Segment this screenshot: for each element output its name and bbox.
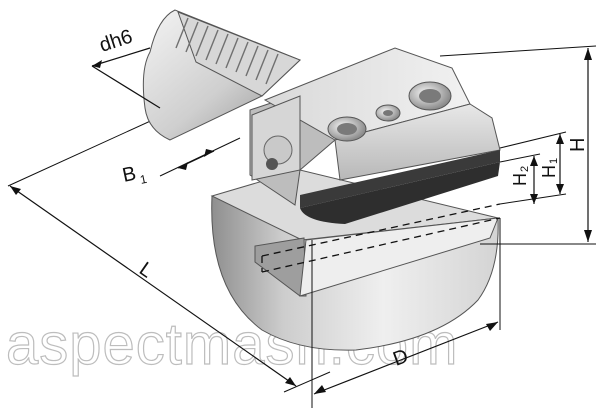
label-h-base: H — [567, 138, 589, 152]
label-h: H — [567, 138, 589, 152]
ext-line-l-right — [283, 371, 331, 393]
label-h1-sub: 1 — [548, 158, 560, 164]
ext-line-h-top — [439, 45, 597, 57]
shank — [142, 9, 301, 141]
ext-line-l-left — [7, 112, 169, 187]
side-hole-icon — [266, 158, 278, 170]
label-dh6: dh6 — [97, 26, 136, 57]
dim-line-d — [313, 321, 499, 395]
label-b1-sub: 1 — [139, 172, 149, 187]
ext-line-h1-top — [499, 131, 567, 149]
thread-teeth — [175, 17, 279, 85]
label-h1: H 1 — [539, 158, 560, 178]
label-b1-base: B — [120, 163, 138, 187]
seat-hidden-outline — [261, 203, 501, 273]
clamp-block — [249, 47, 501, 206]
label-b1: B 1 — [120, 163, 148, 187]
label-h2-base: H — [510, 173, 530, 186]
label-l: L — [135, 258, 157, 282]
label-h2: H 2 — [510, 166, 531, 186]
ext-line-h2-top — [499, 153, 541, 163]
label-d: D — [390, 345, 411, 371]
top-bolts — [327, 81, 452, 142]
dim-line-dh6 — [91, 47, 151, 67]
label-h1-base: H — [539, 165, 559, 178]
seat-strip-lower — [300, 162, 500, 224]
label-h2-sub: 2 — [519, 166, 531, 172]
dim-line-l — [9, 185, 297, 387]
seat-strip-upper — [300, 150, 500, 208]
leader-dh6 — [91, 65, 161, 109]
